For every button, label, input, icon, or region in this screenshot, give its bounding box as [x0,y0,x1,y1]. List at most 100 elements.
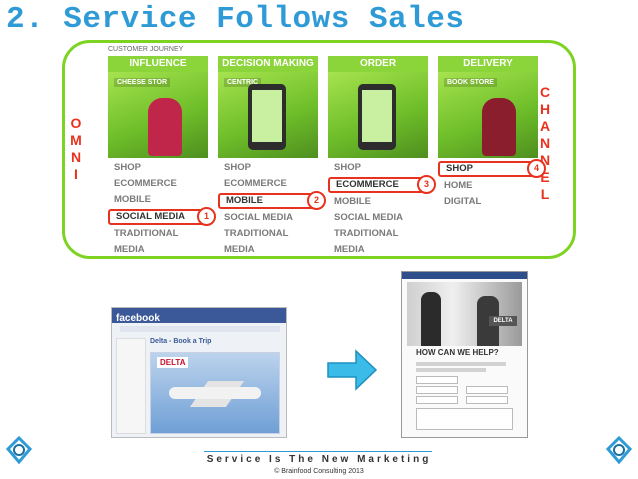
channel-label: MOBILE [334,196,371,207]
step-number-badge: 3 [417,175,436,194]
form-field [416,376,458,384]
channel-label: MOBILE [114,194,151,205]
channel-label: TRADITIONAL MEDIA [224,228,288,255]
form-field [466,396,508,404]
channel-label: HOME [444,180,473,191]
channel-item: HOME [438,178,538,194]
form-message-box [416,408,513,430]
channel-label: ECOMMERCE [336,179,399,190]
form-text-line [416,368,486,372]
step-number-badge: 2 [307,191,326,210]
vertical-letter: M [68,132,84,149]
channel-item: DIGITAL [438,194,538,210]
stage-heading: DELIVERY [438,56,538,72]
facebook-page-title: Delta - Book a Trip [150,338,282,352]
delta-ad-image: DELTA [150,352,280,434]
form-heading: HOW CAN WE HELP? [416,348,499,357]
smartphone-icon [358,84,396,150]
facebook-hint-bar [120,326,280,332]
stage-photo [328,72,428,158]
journey-heading: CUSTOMER JOURNEY [108,46,183,53]
channel-label: SOCIAL MEDIA [334,212,403,223]
channel-label: ECOMMERCE [224,178,287,189]
form-field [466,386,508,394]
form-top-bar [402,272,527,279]
channel-item: SHOP [328,160,428,176]
stage-photo: BOOK STORE [438,72,538,158]
channel-item: TRADITIONAL MEDIA [218,226,318,242]
channel-item: ECOMMERCE [218,176,318,192]
channel-label: ECOMMERCE [114,178,177,189]
form-field [416,386,458,394]
stage-photo-tag: BOOK STORE [444,78,497,87]
facebook-logo: facebook [112,313,160,324]
vertical-letter: N [68,149,84,166]
facebook-screenshot: facebook Delta - Book a Trip DELTA [111,307,287,438]
channel-item: SOCIAL MEDIA [328,210,428,226]
stage-heading: DECISION MAKING [218,56,318,72]
vertical-letter: O [68,115,84,132]
channel-label: SOCIAL MEDIA [116,211,185,222]
stage-photo: CHEESE STOR [108,72,208,158]
stage-photo: CENTRIC [218,72,318,158]
channel-label: MOBILE [226,195,263,206]
shopper-figure [482,98,516,156]
channel-item: ECOMMERCE [108,176,208,192]
channel-item: SOCIAL MEDIA [218,210,318,226]
vertical-letter: H [537,101,553,118]
channel-label: SHOP [446,163,473,174]
form-field [416,396,458,404]
channel-item: SHOP [108,160,208,176]
channel-label: SHOP [114,162,141,173]
channel-label: TRADITIONAL MEDIA [114,228,178,255]
step-number-badge: 4 [527,159,546,178]
channel-item: SHOP [218,160,318,176]
channel-item: TRADITIONAL MEDIA [108,226,208,242]
channel-label: SHOP [224,162,251,173]
arrow-right-icon [326,349,378,391]
footer-rule [204,451,432,452]
person-silhouette [421,292,441,346]
facebook-header: facebook [112,308,286,323]
vertical-letter: N [537,135,553,152]
delta-sign: DELTA [489,316,517,326]
footer-copyright: © Brainfood Consulting 2013 [0,468,638,475]
smartphone-icon [248,84,286,150]
delta-help-form-screenshot: DELTA HOW CAN WE HELP? [401,271,528,438]
plane-icon [169,387,261,399]
channel-label: DIGITAL [444,196,481,207]
stage-heading: ORDER [328,56,428,72]
step-number-badge: 1 [197,207,216,226]
vertical-letter: L [537,186,553,203]
stage-heading: INFLUENCE [108,56,208,72]
facebook-sidebar [116,338,146,434]
journey-stage: INFLUENCECHEESE STORSHOPECOMMERCEMOBILES… [108,56,208,252]
channel-label: SOCIAL MEDIA [224,212,293,223]
channel-label: SHOP [334,162,361,173]
slide-title: 2. Service Follows Sales [6,2,464,37]
channel-label: TRADITIONAL MEDIA [334,228,398,255]
vertical-letter: C [537,84,553,101]
delta-logo: DELTA [157,357,188,368]
footer-tagline: Service Is The New Marketing [0,454,638,465]
channel-item: MOBILE [328,194,428,210]
vertical-letter: A [537,118,553,135]
shopper-figure [148,98,182,156]
vertical-letter: I [68,166,84,183]
form-text-line [416,362,506,366]
channel-item: TRADITIONAL MEDIA [328,226,428,242]
channel-item: MOBILE [108,192,208,208]
